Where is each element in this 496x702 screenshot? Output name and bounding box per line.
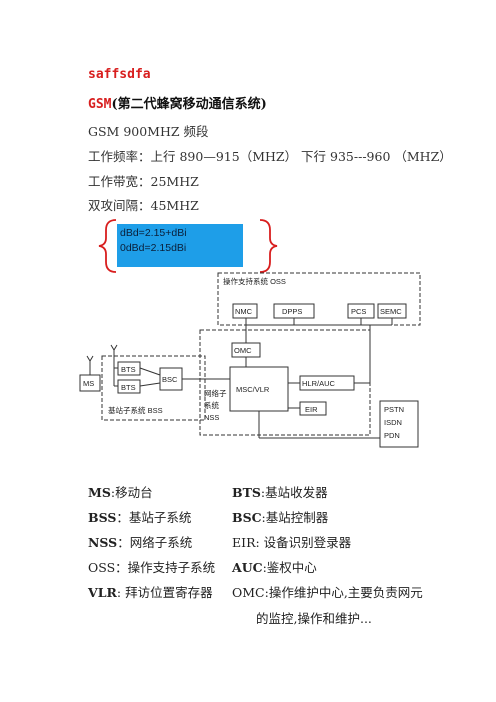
legend-omc-continuation: 的监控,操作和维护... <box>256 611 372 626</box>
isdn-label: ISDN <box>384 418 402 427</box>
nss-label-3: NSS <box>204 413 219 422</box>
legend-ms: MS:移动台 <box>88 485 153 500</box>
pcs-label: PCS <box>351 307 366 316</box>
legend-auc: AUC:鉴权中心 <box>232 560 317 575</box>
legend-oss: OSS：操作支持子系统 <box>88 560 216 575</box>
legend-bts: BTS:基站收发器 <box>232 485 328 500</box>
nmc-box <box>232 303 258 319</box>
legend-vlr: VLR: 拜访位置寄存器 <box>88 585 213 600</box>
gsm-architecture-diagram: 操作支持系统 OSS NMC DPPS PCS SEMC OMC MS BTS … <box>79 272 421 448</box>
oss-label: 操作支持系统 OSS <box>223 276 286 286</box>
callout-line-1: dBd=2.15+dBi <box>120 227 187 239</box>
title-rest: (第二代蜂窝移动通信系统) <box>111 97 267 112</box>
dpps-label: DPPS <box>282 307 302 316</box>
legend-bsc: BSC:基站控制器 <box>232 510 329 525</box>
bts-label-1: BTS <box>121 365 136 374</box>
legend-omc: OMC:操作维护中心,主要负责网元 <box>232 585 423 600</box>
legend-eir: EIR: 设备识别登录器 <box>232 535 352 550</box>
hlr-label: HLR/AUC <box>302 379 336 388</box>
semc-label: SEMC <box>380 307 402 316</box>
bsc-label: BSC <box>162 375 178 384</box>
bss-region <box>101 355 206 421</box>
duplex-line: 双攻间隔：45MHZ <box>88 198 199 213</box>
callout-braces <box>98 219 278 273</box>
doc-title: GSM(第二代蜂窝移动通信系统) <box>88 93 267 112</box>
title-prefix: GSM <box>88 97 112 112</box>
pdn-label: PDN <box>384 431 400 440</box>
nss-label-1: 网络子 <box>204 388 227 398</box>
nss-region <box>199 329 371 436</box>
band-line: GSM 900MHZ 频段 <box>88 124 209 139</box>
callout-box: dBd=2.15+dBi 0dBd=2.15dBi <box>117 224 243 267</box>
nmc-label: NMC <box>235 307 253 316</box>
msc-label: MSC/VLR <box>236 385 270 394</box>
pstn-box <box>379 400 419 448</box>
pstn-label: PSTN <box>384 405 404 414</box>
frequency-line: 工作频率：上行 890—915（MHZ） 下行 935---960 （MHZ） <box>88 149 452 164</box>
legend-nss: NSS：网络子系统 <box>88 535 193 550</box>
omc-label: OMC <box>234 346 252 355</box>
callout-line-2: 0dBd=2.15dBi <box>120 242 187 254</box>
eir-label: EIR <box>305 405 318 414</box>
legend-bss: BSS：基站子系统 <box>88 510 192 525</box>
bts-label-2: BTS <box>121 383 136 392</box>
doc-heading: saffsdfa <box>88 67 151 82</box>
ms-label: MS <box>83 379 94 388</box>
bandwidth-line: 工作带宽：25MHZ <box>88 174 199 189</box>
nss-label-2: 系统 <box>204 400 219 410</box>
bss-label: 基站子系统 BSS <box>108 405 163 415</box>
